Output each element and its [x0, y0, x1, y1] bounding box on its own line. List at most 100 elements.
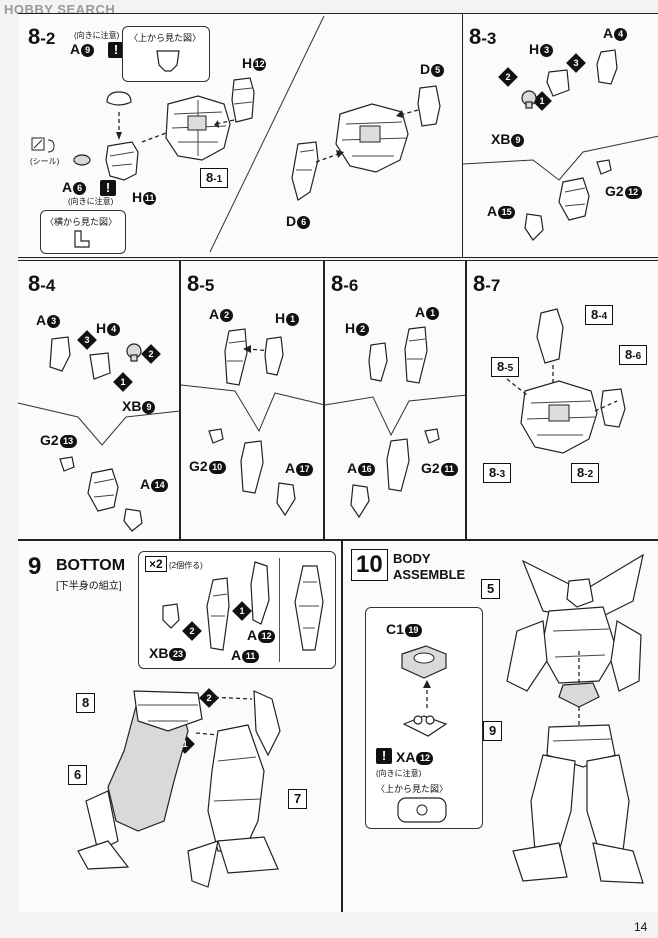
step-number: 8-6 [331, 271, 359, 296]
part-h3-drawing [546, 69, 570, 97]
leg-armor-inner-drawing [206, 577, 230, 651]
arrow-up [423, 680, 431, 708]
arrow-d5 [396, 109, 419, 118]
step-number: 9 [28, 553, 42, 580]
ref-box-9: 9 [483, 721, 503, 742]
arrow-d6 [315, 150, 344, 163]
part-h1-drawing [264, 336, 284, 376]
step-subtitle: [下半身の組立] [56, 581, 122, 592]
warning-icon-2: ! [100, 180, 116, 196]
part-c1-drawing [401, 645, 447, 679]
head-part-drawing [536, 308, 564, 364]
divider-line [324, 394, 468, 437]
part-g2-13-drawing [59, 456, 75, 472]
seq-2-icon: 2 [182, 621, 202, 641]
top-view-label: 〈上から見た図〉 [129, 33, 202, 43]
part-g2-12-drawing [596, 159, 612, 175]
seq-1-icon: 1 [532, 91, 552, 111]
arm-assembly-drawing [558, 177, 590, 221]
divider-line [180, 384, 326, 433]
multiplier-badge: ×2 [145, 556, 167, 572]
part-a16-drawing [350, 484, 370, 519]
step-number: 8-3 [469, 24, 497, 49]
side-view-part-drawing [74, 230, 90, 248]
part-xb9-drawing [126, 343, 142, 362]
step-number: 8-5 [187, 271, 215, 296]
seq-3-icon: 3 [566, 53, 586, 73]
step-title: BOTTOM [56, 557, 126, 574]
small-part-drawing [73, 154, 91, 166]
divider-line [209, 15, 325, 253]
part-xb23-drawing [162, 603, 180, 629]
arrow-h12 [214, 119, 235, 128]
ref-box-8: 8 [76, 693, 96, 714]
divider-line [462, 135, 658, 181]
seq-2-icon: 2 [141, 344, 161, 364]
side-arm-part-drawing [600, 388, 626, 428]
page-number: 14 [634, 920, 648, 934]
part-g2-11-drawing [424, 428, 440, 444]
assembly-dashed-lines [506, 365, 618, 412]
arm-assembly-drawing [87, 468, 119, 512]
side-view-label: 〈横から見た図〉 [45, 217, 118, 227]
step-number: 8-7 [473, 271, 501, 296]
ref-box-8-1: 8-1 [200, 168, 229, 189]
direction-note-2: (向きに注意) [68, 197, 114, 206]
lower-body-legs-drawing [77, 690, 281, 888]
ref-box-5: 5 [481, 579, 501, 600]
part-h12-drawing [231, 77, 255, 123]
side-view-callout: 〈横から見た図〉 [40, 210, 126, 254]
top-view-label: 〈上から見た図〉 [376, 784, 449, 794]
part-d5-drawing [417, 85, 441, 127]
step-number: 8-4 [28, 271, 56, 296]
make-two-note: (2個作る) [169, 561, 203, 570]
part-a14-drawing [123, 508, 143, 532]
seq-1-icon: 1 [232, 601, 252, 621]
part-a17-drawing [276, 482, 296, 517]
ref-box-8-5: 8-5 [491, 357, 520, 378]
step-title-line1: BODY [393, 551, 431, 566]
seal-sticker-icon [31, 137, 55, 153]
step-number: 8-2 [28, 24, 56, 49]
arrow-a9 [116, 112, 122, 140]
part-xb9-drawing [521, 90, 537, 109]
part-a2-drawing [224, 328, 248, 386]
ref-box-6: 6 [68, 765, 88, 786]
arm-part-drawing [240, 440, 264, 494]
top-view-part-drawing [156, 50, 180, 72]
part-a1-drawing [404, 326, 428, 384]
seq-2-icon: 2 [498, 67, 518, 87]
callout-divider [279, 558, 280, 662]
direction-note: (向きに注意) [376, 769, 422, 778]
